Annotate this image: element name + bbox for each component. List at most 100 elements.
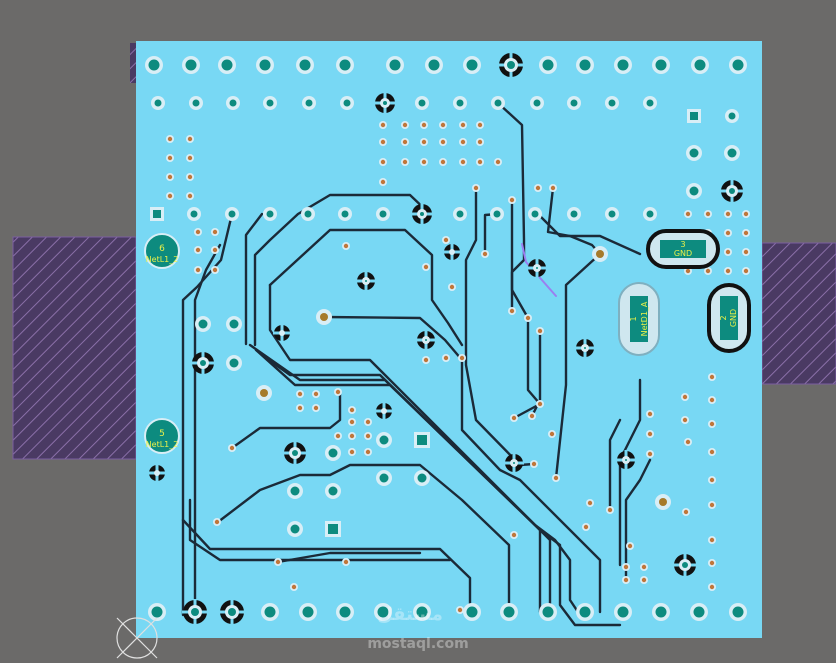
via <box>186 154 194 162</box>
via <box>312 390 320 398</box>
via <box>534 184 542 192</box>
via <box>211 246 219 254</box>
via <box>364 432 372 440</box>
through-hole-pad <box>340 96 354 110</box>
through-hole-pad <box>226 96 240 110</box>
through-hole-pad <box>338 207 352 221</box>
through-hole-pad <box>189 96 203 110</box>
left-connector-keepout <box>12 236 137 460</box>
via <box>334 432 342 440</box>
through-hole-pad <box>504 453 524 473</box>
through-hole-pad <box>256 385 272 401</box>
through-hole-pad <box>219 599 245 625</box>
via <box>476 138 484 146</box>
origin-marker-icon <box>116 617 158 659</box>
via <box>422 356 430 364</box>
via <box>401 138 409 146</box>
gnd-pin-number: 3 <box>680 240 685 249</box>
via <box>439 158 447 166</box>
via <box>528 412 536 420</box>
via-grid <box>166 121 750 614</box>
through-hole-pad <box>375 402 393 420</box>
via <box>422 263 430 271</box>
trace <box>618 378 642 567</box>
through-hole-pad <box>652 56 670 74</box>
via <box>724 248 732 256</box>
via <box>458 354 466 362</box>
via <box>606 506 614 514</box>
through-hole-pad <box>643 96 657 110</box>
via <box>296 390 304 398</box>
through-hole-pad <box>226 355 242 371</box>
netl1-pad-top[interactable]: 6 NetL1_2 <box>144 233 180 269</box>
via <box>379 158 387 166</box>
through-hole-pad <box>386 56 404 74</box>
via <box>334 388 342 396</box>
through-hole-pad <box>605 96 619 110</box>
via <box>166 135 174 143</box>
netd1-component[interactable]: 1 NetD1_A <box>618 282 660 356</box>
via <box>186 192 194 200</box>
via <box>228 444 236 452</box>
via <box>622 563 630 571</box>
via <box>439 121 447 129</box>
through-hole-pad <box>287 521 303 537</box>
through-hole-pad <box>415 96 429 110</box>
via <box>510 531 518 539</box>
through-hole-pad <box>673 553 697 577</box>
via <box>646 450 654 458</box>
through-hole-pad <box>463 603 481 621</box>
via <box>524 314 532 322</box>
through-hole-pad <box>414 470 430 486</box>
through-hole-pad <box>182 56 200 74</box>
gnd-component-horizontal[interactable]: 3 GND <box>646 229 720 269</box>
via <box>708 501 716 509</box>
through-hole-pad <box>686 183 702 199</box>
through-hole-pad <box>150 207 164 221</box>
trace <box>188 498 452 562</box>
via <box>684 210 692 218</box>
through-hole-pad <box>530 96 544 110</box>
through-hole-pad <box>263 207 277 221</box>
trace <box>276 551 422 564</box>
gnd2-net-label: GND <box>729 309 738 327</box>
through-hole-pad <box>414 432 430 448</box>
through-hole-pad <box>356 271 376 291</box>
trace <box>230 390 342 450</box>
through-hole-pad <box>592 246 608 262</box>
via <box>379 121 387 129</box>
through-hole-pad <box>575 338 595 358</box>
via <box>476 158 484 166</box>
via <box>708 583 716 591</box>
highlight-trace <box>521 243 557 297</box>
through-hole-pad <box>576 56 594 74</box>
through-hole-pad <box>655 494 671 510</box>
via <box>681 393 689 401</box>
via <box>420 158 428 166</box>
through-hole-pad <box>148 603 166 621</box>
through-hole-pad <box>218 56 236 74</box>
via <box>194 228 202 236</box>
via <box>166 192 174 200</box>
via <box>442 354 450 362</box>
via <box>401 121 409 129</box>
gnd2-pin-number: 2 <box>719 315 728 320</box>
via <box>379 178 387 186</box>
through-hole-pad <box>325 483 341 499</box>
trace <box>554 252 602 480</box>
netl1-pad-bottom[interactable]: 5 NetL1_2 <box>144 418 180 454</box>
through-hole-pad <box>539 603 557 621</box>
via <box>742 267 750 275</box>
through-hole-pad <box>325 521 341 537</box>
trace <box>193 243 222 616</box>
gnd-component-vertical[interactable]: 2 GND <box>707 283 751 353</box>
via <box>194 266 202 274</box>
through-hole-pad <box>490 207 504 221</box>
trace <box>181 212 234 617</box>
via <box>508 196 516 204</box>
via <box>742 248 750 256</box>
via <box>494 158 502 166</box>
via <box>708 476 716 484</box>
through-hole-pad <box>605 207 619 221</box>
